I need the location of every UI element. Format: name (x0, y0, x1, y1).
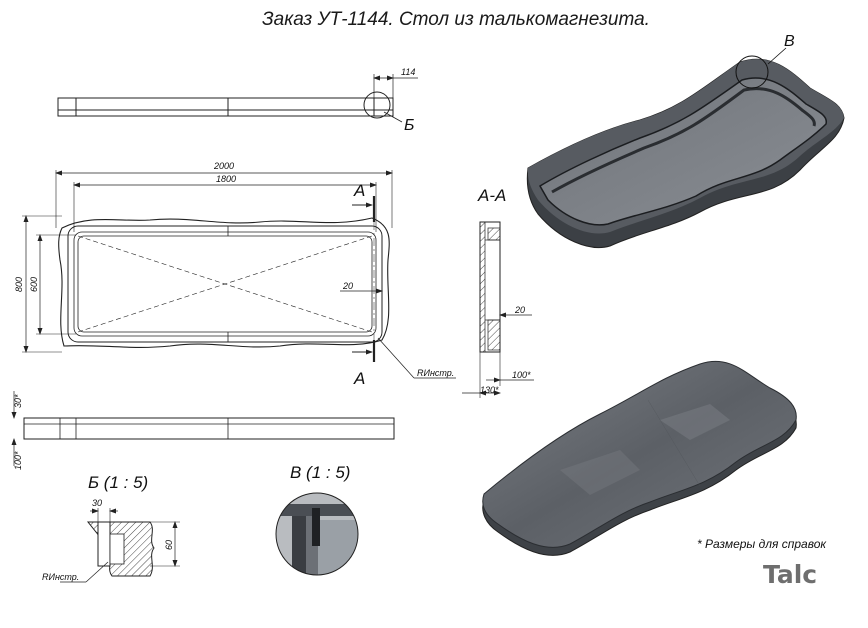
detail-b-view (60, 508, 180, 583)
plan-view (22, 170, 456, 379)
callout-b-label: Б (404, 117, 414, 134)
talc-logo: Talc (763, 560, 818, 589)
dim-800: 800 (14, 277, 24, 292)
plan-rim (67, 225, 383, 343)
callout-v-label: В (784, 33, 795, 50)
front-elevation-outline (57, 97, 394, 117)
dim-20-plan: 20 (342, 281, 353, 291)
dim-2000: 2000 (213, 161, 234, 171)
section-mark-a-bottom: А (353, 369, 365, 388)
section-mark-a-top: А (353, 181, 365, 200)
front-elevation-view (57, 74, 418, 123)
detail-b-title: Б (1 : 5) (88, 473, 148, 492)
section-a-a-title: А-А (477, 186, 506, 205)
detail-v-callout-circle (735, 55, 769, 89)
side-elevation-outline (23, 417, 395, 440)
dim-30-side: 30* (13, 394, 23, 408)
side-elevation-view (11, 391, 395, 466)
dim-114: 114 (401, 67, 415, 77)
dim-130-section: 130* (480, 385, 499, 395)
iso-view-tray (526, 47, 845, 248)
detail-v-view (275, 492, 359, 576)
iso-view-slab (482, 360, 797, 556)
dim-1800: 1800 (216, 174, 236, 184)
radius-label-plan: RИнстр. (417, 368, 454, 378)
dim-100-side: 100* (13, 451, 23, 470)
section-a-a (462, 221, 534, 398)
footnote: * Размеры для справок (697, 537, 827, 551)
dim-30-detail-b: 30 (92, 498, 102, 508)
plan-outer-contour (58, 217, 390, 348)
detail-v-circle (275, 492, 359, 576)
radius-label-detail-b: RИнстр. (42, 572, 79, 582)
dim-600: 600 (29, 277, 39, 292)
dim-20-section: 20 (514, 305, 525, 315)
dim-100-section: 100* (512, 370, 531, 380)
detail-v-title: В (1 : 5) (290, 463, 350, 482)
detail-b-callout-circle (363, 91, 391, 119)
drawing-title: Заказ УТ-1144. Стол из талькомагнезита. (262, 9, 650, 30)
dim-60-detail-b: 60 (164, 540, 174, 550)
